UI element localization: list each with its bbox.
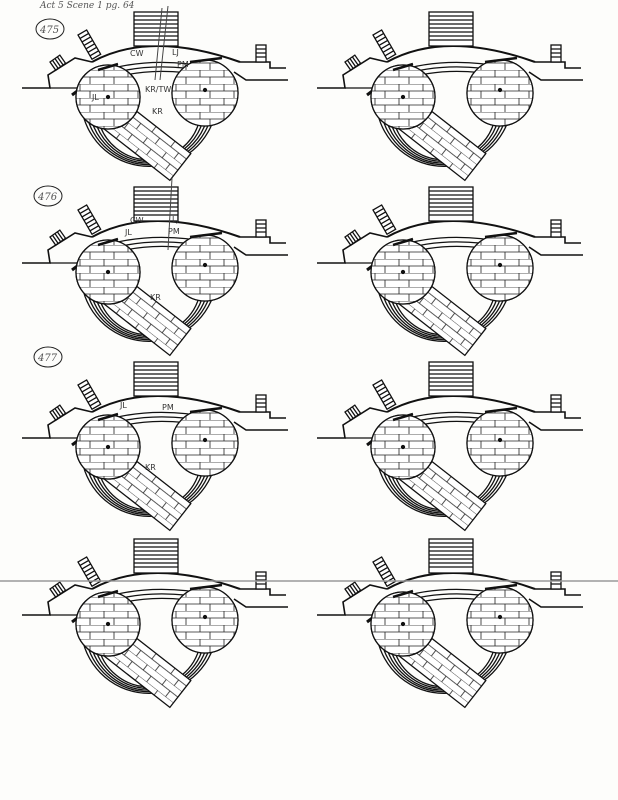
actor-label: PM — [168, 227, 180, 236]
actor-label: LJ — [172, 48, 179, 57]
cue-circle-476 — [33, 185, 63, 207]
stage-diagram-476-a — [22, 187, 288, 355]
stage-diagram-478-a — [22, 539, 288, 707]
cue-number-475: 475 — [39, 25, 59, 36]
actor-label: JL — [124, 228, 132, 237]
actor-label: LJ — [172, 215, 179, 224]
cue-circle-477 — [33, 346, 63, 368]
stage-diagram-478-b — [317, 539, 583, 707]
header-note: Act 5 Scene 1 pg. 64 — [39, 1, 135, 11]
actor-label: JL — [91, 93, 99, 102]
actor-label: KR — [150, 293, 161, 302]
cue-number-476: 476 — [37, 192, 58, 203]
stage-diagram-475-a — [22, 12, 288, 180]
actor-label: PM — [177, 60, 189, 69]
actor-label: CW — [130, 216, 144, 225]
actor-label: KR — [145, 463, 156, 472]
movement-arrow — [167, 177, 173, 251]
actor-label: JL — [119, 401, 127, 410]
actor-label: KR/TW — [145, 85, 171, 94]
cue-number-477: 477 — [37, 353, 58, 364]
actor-label: CW — [130, 49, 144, 58]
movement-arrow — [154, 5, 169, 81]
actor-label: KR — [152, 107, 163, 116]
stage-diagram-475-b — [317, 12, 583, 180]
actor-label: PM — [162, 403, 174, 412]
stage-diagram-476-b — [317, 187, 583, 355]
stage-diagram-477-b — [317, 362, 583, 530]
cue-circle-475 — [35, 18, 65, 40]
stage-diagram-477-a — [22, 362, 288, 530]
